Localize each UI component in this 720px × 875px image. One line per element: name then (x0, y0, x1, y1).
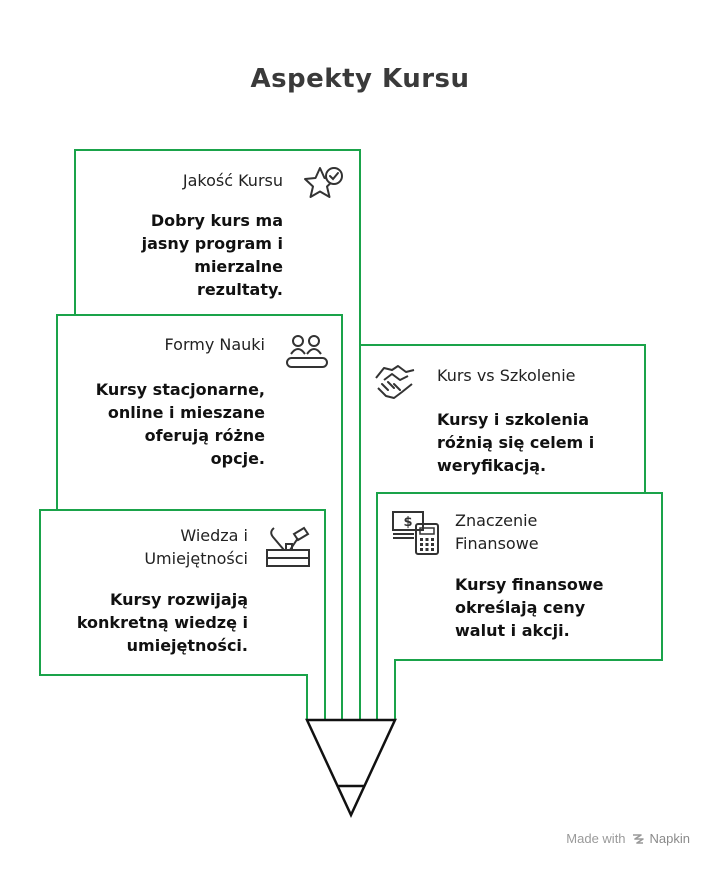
napkin-logo-icon (632, 833, 644, 844)
handshake-icon (375, 365, 415, 399)
card-znaczenie-description: Kursy finansowe określają ceny walut i a… (455, 575, 604, 640)
card-kursvs-description: Kursy i szkolenia różnią się celem i wer… (437, 410, 595, 475)
footer-brand: Napkin (649, 831, 690, 846)
footer-made-with-label: Made with (566, 831, 626, 846)
card-formy-frame (56, 314, 343, 720)
card-jakosc-description: Dobry kurs ma jasny program i mierzalne … (141, 211, 283, 299)
card-formy-description: Kursy stacjonarne, online i mieszane ofe… (95, 380, 265, 468)
page-title: Aspekty Kursu (250, 64, 470, 94)
card-wiedza-frame (39, 509, 326, 720)
card-wiedza-description: Kursy rozwijają konkretną wiedzę i umiej… (76, 590, 248, 655)
money-calculator-icon: $ (392, 511, 439, 555)
card-kursvs-title: Kurs vs Szkolenie (437, 366, 576, 385)
card-jakosc-title: Jakość Kursu (182, 171, 283, 190)
card-wiedza-title: Wiedza i Umiejętności (144, 526, 248, 568)
card-formy-title: Formy Nauki (164, 335, 265, 354)
svg-text:$: $ (403, 515, 412, 530)
star-check-icon (304, 167, 343, 198)
funnel-shape (305, 718, 397, 818)
people-group-icon (286, 335, 328, 368)
card-znaczenie-title: Znaczenie Finansowe (455, 511, 539, 553)
card-kursvs-frame (359, 344, 646, 720)
footer-made-with[interactable]: Made with Napkin (566, 831, 690, 846)
card-znaczenie-frame (376, 492, 663, 720)
toolbox-icon (266, 526, 310, 567)
